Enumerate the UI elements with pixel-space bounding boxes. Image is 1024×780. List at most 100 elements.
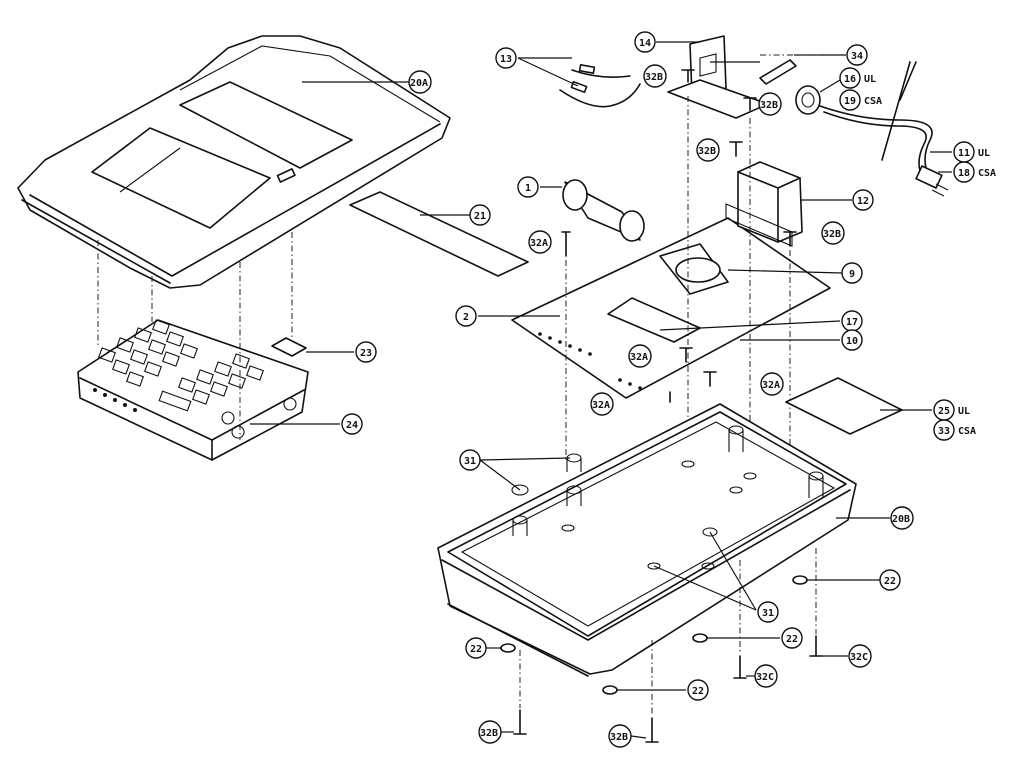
screws-top: [561, 69, 797, 403]
top-cover-20a: [17, 35, 451, 289]
wire-harness-13: [517, 57, 641, 108]
power-cord-11-18: [819, 61, 952, 197]
callout-23: 23: [355, 341, 377, 363]
callout-20b: 20B: [890, 506, 914, 530]
fuse-34: [759, 54, 846, 85]
callout-32a-3: 32A: [760, 372, 784, 396]
svg-text:22: 22: [786, 634, 798, 645]
callout-32a-4: 32A: [590, 392, 614, 416]
svg-text:18: 18: [958, 168, 970, 179]
callout-31-2: 31: [757, 601, 779, 623]
svg-text:11: 11: [958, 148, 970, 159]
svg-text:23: 23: [360, 348, 372, 359]
motor-1: [540, 179, 645, 242]
svg-text:32C: 32C: [756, 672, 774, 683]
callout-10: 10: [841, 329, 863, 351]
svg-text:17: 17: [846, 317, 858, 328]
svg-text:14: 14: [639, 38, 651, 49]
keyboard-assembly-24: [77, 319, 340, 461]
callout-31-1: 31: [459, 449, 481, 471]
svg-text:2: 2: [463, 312, 469, 323]
svg-text:16: 16: [844, 74, 856, 85]
svg-text:32B: 32B: [823, 229, 841, 240]
insulator-sheet-25-33: [785, 377, 932, 435]
callout-33: 33 CSA: [933, 419, 976, 441]
svg-text:32B: 32B: [698, 146, 716, 157]
svg-text:CSA: CSA: [958, 426, 976, 437]
callout-12: 12: [852, 189, 874, 211]
svg-text:9: 9: [849, 269, 855, 280]
callout-24: 24: [341, 413, 363, 435]
callout-19: 19 CSA: [839, 89, 882, 111]
svg-text:UL: UL: [978, 148, 990, 159]
svg-text:32A: 32A: [530, 238, 548, 249]
projection-lines-left: [97, 232, 293, 440]
callout-20a: 20A: [408, 70, 432, 94]
transformer-12: [725, 161, 852, 247]
callout-25: 25 UL: [933, 399, 970, 421]
callout-32b-1: 32B: [643, 64, 667, 88]
callout-32a-2: 32A: [628, 344, 652, 368]
callout-32b-4: 32B: [821, 221, 845, 245]
svg-text:21: 21: [474, 211, 486, 222]
svg-text:13: 13: [500, 54, 512, 65]
svg-text:20A: 20A: [410, 78, 428, 89]
svg-text:24: 24: [346, 420, 358, 431]
svg-text:32A: 32A: [630, 352, 648, 363]
svg-text:32B: 32B: [645, 72, 663, 83]
svg-text:32A: 32A: [592, 400, 610, 411]
callout-2: 2: [455, 305, 477, 327]
svg-text:22: 22: [692, 686, 704, 697]
callout-32c-1: 32C: [754, 664, 778, 688]
svg-text:UL: UL: [958, 406, 970, 417]
svg-text:33: 33: [938, 426, 950, 437]
callout-13: 13: [495, 47, 517, 69]
feet-and-screws-bottom: [486, 548, 880, 743]
svg-text:32C: 32C: [850, 652, 868, 663]
bracket-14: [656, 35, 769, 119]
callout-34: 34: [846, 44, 868, 66]
callout-9: 9: [841, 262, 863, 284]
svg-text:22: 22: [470, 644, 482, 655]
callout-32b-6: 32B: [608, 724, 647, 748]
svg-text:12: 12: [857, 196, 869, 207]
callout-21: 21: [469, 204, 491, 226]
svg-text:31: 31: [464, 456, 476, 467]
callout-18: 18 CSA: [953, 161, 996, 183]
callout-32b-2: 32B: [758, 92, 782, 116]
svg-text:32B: 32B: [480, 728, 498, 739]
callout-32c-2: 32C: [848, 644, 872, 668]
svg-text:22: 22: [884, 576, 896, 587]
callout-32a-1: 32A: [528, 230, 552, 254]
svg-text:34: 34: [851, 51, 863, 62]
callout-22-3: 22: [465, 637, 487, 659]
callout-32b-5: 32B: [478, 720, 514, 744]
callout-14: 14: [634, 31, 656, 53]
membrane-strip-21: [349, 191, 529, 277]
callout-22-2: 22: [781, 627, 803, 649]
svg-text:31: 31: [762, 608, 774, 619]
callout-22-4: 22: [687, 679, 709, 701]
callout-17: 17: [841, 310, 863, 332]
svg-text:10: 10: [846, 336, 858, 347]
svg-text:UL: UL: [864, 74, 876, 85]
svg-text:32A: 32A: [762, 380, 780, 391]
callout-1: 1: [517, 176, 539, 198]
base-housing-20b: [437, 403, 890, 677]
plate-23: [271, 337, 354, 357]
callout-16: 16 UL: [839, 67, 876, 89]
svg-text:CSA: CSA: [864, 96, 882, 107]
callout-11: 11 UL: [953, 141, 990, 163]
projection-lines-right: [565, 54, 820, 460]
svg-text:20B: 20B: [892, 514, 910, 525]
svg-text:32B: 32B: [760, 100, 778, 111]
strain-relief-16-19: [795, 79, 841, 115]
callout-22-1: 22: [879, 569, 901, 591]
svg-text:32B: 32B: [610, 732, 628, 743]
callout-32b-3: 32B: [696, 138, 720, 162]
svg-text:CSA: CSA: [978, 168, 996, 179]
svg-text:25: 25: [938, 406, 950, 417]
svg-text:1: 1: [525, 183, 531, 194]
svg-text:19: 19: [844, 96, 856, 107]
